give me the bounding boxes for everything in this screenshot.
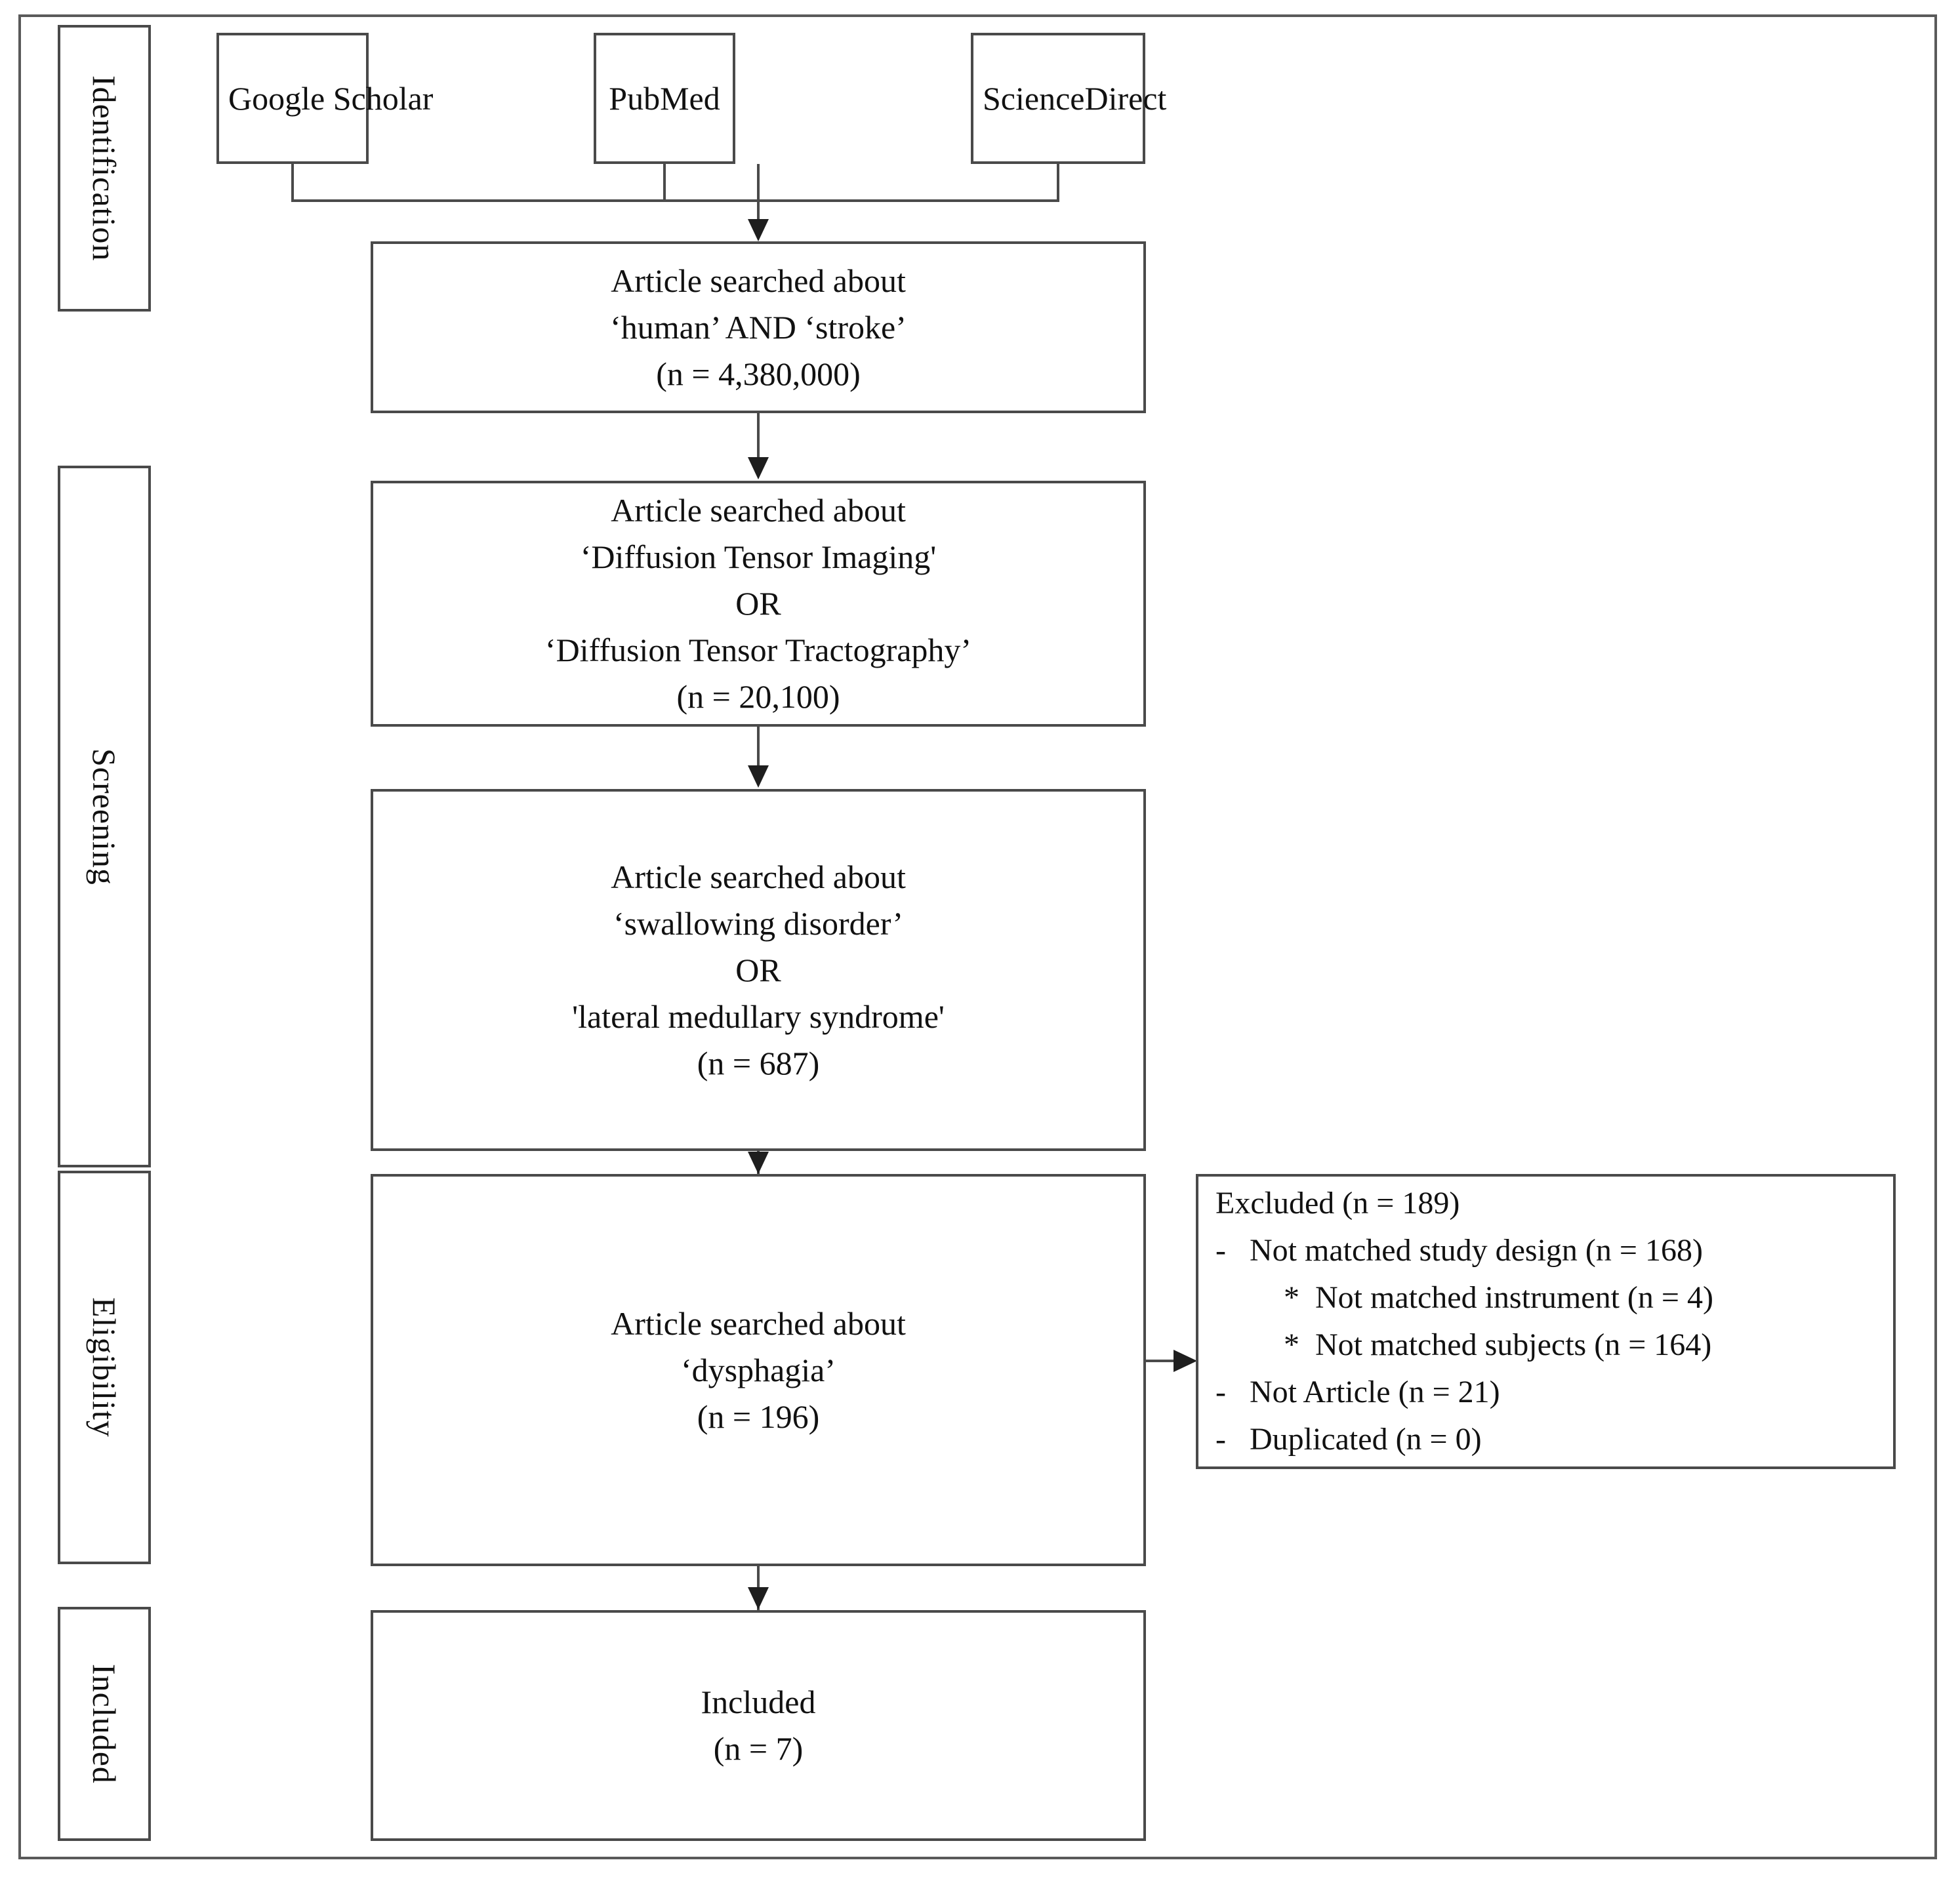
source-box-pubmed: PubMed [594,33,735,164]
arrow-to-excluded-box [1174,1350,1197,1372]
arrow-to-included-box [748,1587,769,1609]
box-line-1: Article searched about [611,858,906,895]
box-count: (n = 687) [697,1044,820,1081]
stage-label-screening: Screening [58,466,151,1167]
excluded-item-study-design: - Not matched study design (n = 168) [1215,1233,1703,1268]
stage-label-eligibility: Eligibility [58,1171,151,1564]
box-article-swallowing-disorder: Article searched about ‘swallowing disor… [371,789,1146,1151]
box-line-2: ‘Diffusion Tensor Imaging' [580,538,937,575]
box-included-studies: Included (n = 7) [371,1610,1146,1841]
box-line-2: ‘swallowing disorder’ [613,904,904,942]
box-count: (n = 20,100) [676,678,840,715]
connector-pubmed-stub [663,164,666,202]
box-count: (n = 196) [697,1398,820,1435]
source-label: ScienceDirect [983,79,1167,117]
box-line-3: OR [735,951,781,988]
stage-label-text: Identification [86,75,123,262]
box-count: (n = 4,380,000) [656,355,861,392]
source-label: PubMed [609,79,720,117]
box-excluded-records: Excluded (n = 189) - Not matched study d… [1196,1174,1896,1469]
arrow-to-dti-box [748,457,769,479]
box-article-dysphagia: Article searched about ‘dysphagia’ (n = … [371,1174,1146,1566]
connector-merge-drop [757,164,760,224]
box-line-1: Included [701,1684,816,1720]
box-line-1: Article searched about [611,262,906,299]
box-article-diffusion-tensor: Article searched about ‘Diffusion Tensor… [371,481,1146,727]
source-box-google-scholar: Google Scholar [216,33,434,164]
stage-label-text: Screening [86,748,123,885]
box-line-4: 'lateral medullary syndrome' [572,998,945,1035]
excluded-item-subjects: * Not matched subjects (n = 164) [1284,1327,1712,1362]
box-count: (n = 7) [713,1730,804,1767]
stage-label-text: Included [86,1664,123,1784]
box-line-3: OR [735,585,781,622]
source-box-sciencedirect: ScienceDirect [971,33,1167,164]
stage-label-identification: Identification [58,25,151,312]
box-line-2: ‘dysphagia’ [680,1351,836,1388]
connector-google-stub [291,164,294,202]
stage-label-included: Included [58,1607,151,1841]
excluded-item-not-article: - Not Article (n = 21) [1215,1375,1500,1409]
connector-dti-to-swallow [757,727,760,767]
box-line-1: Article searched about [611,492,906,529]
connector-to-excluded [1146,1360,1176,1362]
stage-label-text: Eligibility [86,1297,123,1438]
connector-merge-bar [291,199,1059,202]
arrow-to-dysphagia-box [748,1152,769,1174]
excluded-item-instrument: * Not matched instrument (n = 4) [1284,1280,1713,1315]
excluded-heading: Excluded (n = 189) [1215,1186,1460,1221]
box-line-2: ‘human’ AND ‘stroke’ [610,308,907,346]
box-line-4: ‘Diffusion Tensor Tractography’ [544,632,972,668]
arrow-to-stroke-box [748,219,769,241]
source-label: Google Scholar [228,79,434,117]
connector-stroke-to-dti [757,413,760,459]
arrow-to-swallow-box [748,765,769,788]
excluded-item-duplicated: - Duplicated (n = 0) [1215,1422,1482,1457]
box-line-1: Article searched about [611,1304,906,1342]
connector-science-stub [1057,164,1059,202]
box-article-human-stroke: Article searched about ‘human’ AND ‘stro… [371,241,1146,413]
